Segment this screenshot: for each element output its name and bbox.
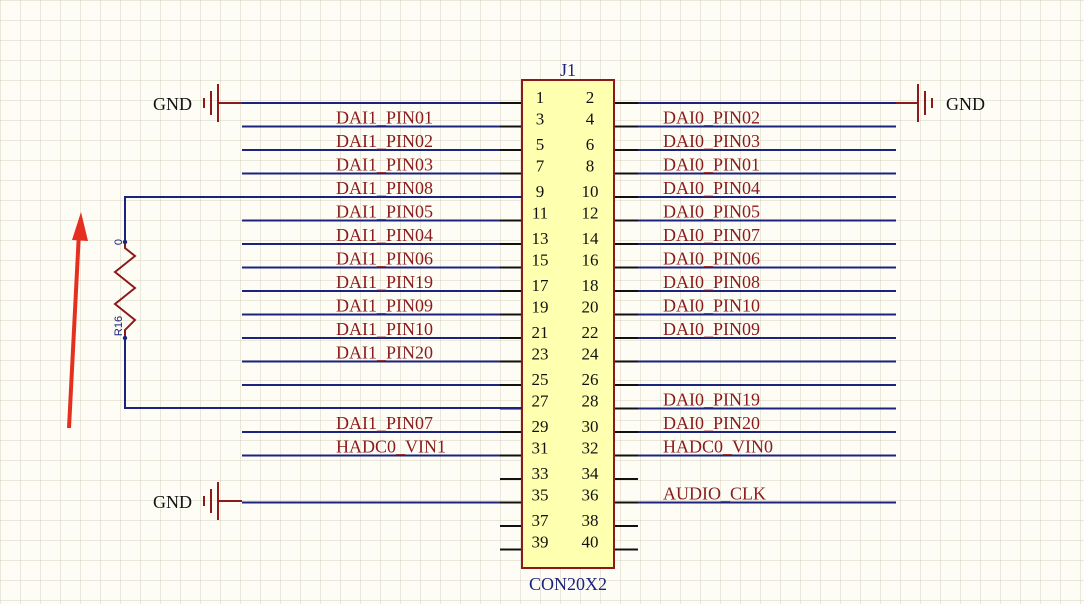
gnd-symbol-top-right[interactable]: GND <box>896 84 985 122</box>
pin-number-left: 9 <box>536 182 545 201</box>
pin-number-left: 3 <box>536 110 545 129</box>
resistor-designator: R16 <box>113 316 125 336</box>
net-label-right[interactable]: DAI0_PIN04 <box>663 178 760 198</box>
net-label-right[interactable]: DAI0_PIN08 <box>663 272 760 292</box>
net-label-left[interactable]: DAI1_PIN06 <box>336 249 433 269</box>
pin-number-right: 20 <box>582 298 599 317</box>
resistor-pin-dot <box>122 335 128 341</box>
pin-number-right: 36 <box>582 486 599 505</box>
net-label-right[interactable]: DAI0_PIN20 <box>663 413 760 433</box>
gnd-symbol-bottom-left[interactable]: GND <box>153 482 242 520</box>
net-label-right[interactable]: DAI0_PIN03 <box>663 131 760 151</box>
pin-number-right: 12 <box>582 204 599 223</box>
pin-number-left: 15 <box>532 251 549 270</box>
pin-number-left: 39 <box>532 533 549 552</box>
net-label-right[interactable]: DAI0_PIN09 <box>663 319 760 339</box>
wires <box>242 102 896 504</box>
resistor-zigzag <box>113 242 137 338</box>
net-label-right[interactable]: DAI0_PIN05 <box>663 202 760 222</box>
net-label-left[interactable]: HADC0_VIN1 <box>336 437 446 457</box>
pin-number-right: 22 <box>582 323 599 342</box>
connector-body[interactable] <box>521 79 615 569</box>
pin-number-left: 33 <box>532 464 549 483</box>
net-label-left[interactable]: DAI1_PIN01 <box>336 108 433 128</box>
net-label-left[interactable]: DAI1_PIN20 <box>336 343 433 363</box>
resistor-r16[interactable]: 0 R16 <box>113 196 522 409</box>
net-label-right[interactable]: DAI0_PIN06 <box>663 249 760 269</box>
pin-number-right: 16 <box>582 251 599 270</box>
pin-number-right: 6 <box>586 135 595 154</box>
pin-number-left: 7 <box>536 157 545 176</box>
pin-number-left: 21 <box>532 323 549 342</box>
pin-number-right: 40 <box>582 533 599 552</box>
resistor-value: 0 <box>113 239 125 245</box>
connector-part-name: CON20X2 <box>529 574 607 594</box>
pin-number-right: 24 <box>582 345 600 364</box>
pin-number-left: 27 <box>532 392 550 411</box>
pin-number-left: 37 <box>532 511 550 530</box>
gnd-label: GND <box>153 94 192 114</box>
net-label-left[interactable]: DAI1_PIN19 <box>336 272 433 292</box>
gnd-symbol-top-left[interactable]: GND <box>153 84 242 122</box>
arrow-head <box>72 212 88 241</box>
net-label-left[interactable]: DAI1_PIN04 <box>336 225 433 245</box>
net-label-left[interactable]: DAI1_PIN03 <box>336 155 433 175</box>
net-label-right[interactable]: DAI0_PIN07 <box>663 225 760 245</box>
pin-number-right: 4 <box>586 110 595 129</box>
resistor-wire <box>124 196 522 242</box>
pin-number-right: 28 <box>582 392 599 411</box>
net-label-right[interactable]: DAI0_PIN01 <box>663 155 760 175</box>
pin-number-left: 23 <box>532 345 549 364</box>
pin-number-right: 14 <box>582 229 600 248</box>
net-label-left[interactable]: DAI1_PIN07 <box>336 413 433 433</box>
net-label-left[interactable]: DAI1_PIN10 <box>336 319 433 339</box>
pin-number-left: 35 <box>532 486 549 505</box>
gnd-label: GND <box>946 94 985 114</box>
resistor-wire <box>124 338 522 409</box>
pin-number-right: 38 <box>582 511 599 530</box>
net-label-left[interactable]: DAI1_PIN02 <box>336 131 433 151</box>
gnd-label: GND <box>153 492 192 512</box>
pin-number-right: 2 <box>586 88 595 107</box>
net-label-left[interactable]: DAI1_PIN09 <box>336 296 433 316</box>
arrow-shaft <box>67 232 81 428</box>
red-arrow-annotation <box>67 212 88 428</box>
net-label-right[interactable]: DAI0_PIN02 <box>663 108 760 128</box>
connector-designator[interactable]: J1 <box>560 60 576 80</box>
pin-number-right: 8 <box>586 157 595 176</box>
pin-number-right: 32 <box>582 439 599 458</box>
net-label-left[interactable]: DAI1_PIN05 <box>336 202 433 222</box>
net-label-right[interactable]: HADC0_VIN0 <box>663 437 773 457</box>
pin-number-right: 10 <box>582 182 599 201</box>
pin-number-right: 18 <box>582 276 599 295</box>
pin-number-left: 17 <box>532 276 550 295</box>
pin-number-left: 25 <box>532 370 549 389</box>
net-label-right[interactable]: AUDIO_CLK <box>663 484 766 504</box>
resistor-pin-dot <box>122 239 128 245</box>
pin-number-left: 13 <box>532 229 549 248</box>
pin-number-right: 30 <box>582 417 599 436</box>
net-label-left[interactable]: DAI1_PIN08 <box>336 178 433 198</box>
pin-number-right: 26 <box>582 370 599 389</box>
net-label-right[interactable]: DAI0_PIN19 <box>663 390 760 410</box>
net-label-right[interactable]: DAI0_PIN10 <box>663 296 760 316</box>
pin-number-left: 1 <box>536 88 545 107</box>
pin-number-left: 31 <box>532 439 549 458</box>
pin-number-right: 34 <box>582 464 600 483</box>
pin-number-left: 11 <box>532 204 548 223</box>
pin-number-left: 29 <box>532 417 549 436</box>
pin-number-left: 19 <box>532 298 549 317</box>
pin-number-left: 5 <box>536 135 545 154</box>
